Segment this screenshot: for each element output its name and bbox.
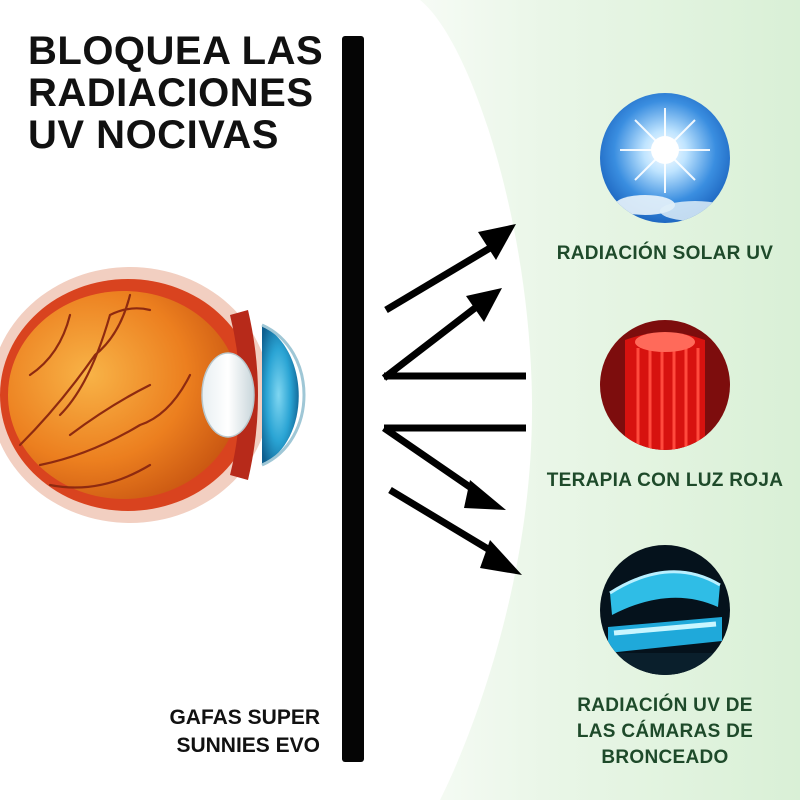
page-title: BLOQUEA LAS RADIACIONES UV NOCIVAS <box>28 30 328 156</box>
glasses-label-line: GAFAS SUPER <box>169 706 320 729</box>
reflected-rays-arrows <box>381 224 526 575</box>
arrowhead-1 <box>478 224 516 260</box>
source-label-line: BRONCEADO <box>601 747 729 768</box>
arrowhead-3 <box>464 480 506 510</box>
arrowhead-4 <box>480 540 522 575</box>
title-line: BLOQUEA LAS <box>28 29 324 73</box>
source-tanning-bed: RADIACIÓN UV DE LAS CÁMARAS DE BRONCEADO <box>540 545 790 771</box>
source-solar-uv: RADIACIÓN SOLAR UV <box>540 93 790 267</box>
red-light-panel-icon <box>600 320 730 450</box>
ray-arrow-1 <box>384 244 492 314</box>
ray-arrow-4 <box>388 487 500 558</box>
source-red-light-therapy: TERAPIA CON LUZ ROJA <box>540 320 790 494</box>
glasses-barrier-bar <box>342 36 364 762</box>
source-label-line: RADIACIÓN UV DE <box>577 695 753 716</box>
title-line: RADIACIONES <box>28 71 314 115</box>
sun-sky-icon <box>600 93 730 223</box>
glasses-label: GAFAS SUPER SUNNIES EVO <box>150 704 320 760</box>
source-label-line: LAS CÁMARAS DE <box>576 721 754 742</box>
ray-arrow-2 <box>381 305 526 381</box>
source-label: RADIACIÓN SOLAR UV <box>540 241 790 267</box>
title-line: UV NOCIVAS <box>28 113 279 157</box>
tanning-bed-icon <box>600 545 730 675</box>
ray-arrow-3 <box>382 424 526 497</box>
source-label-line: TERAPIA CON LUZ ROJA <box>546 470 784 491</box>
eye-anatomy-illustration <box>0 267 306 523</box>
source-label: RADIACIÓN UV DE LAS CÁMARAS DE BRONCEADO <box>540 693 790 771</box>
source-label-line: RADIACIÓN SOLAR UV <box>556 243 774 264</box>
source-label: TERAPIA CON LUZ ROJA <box>540 468 790 494</box>
glasses-label-line: SUNNIES EVO <box>176 734 320 757</box>
arrowhead-2 <box>466 288 502 322</box>
